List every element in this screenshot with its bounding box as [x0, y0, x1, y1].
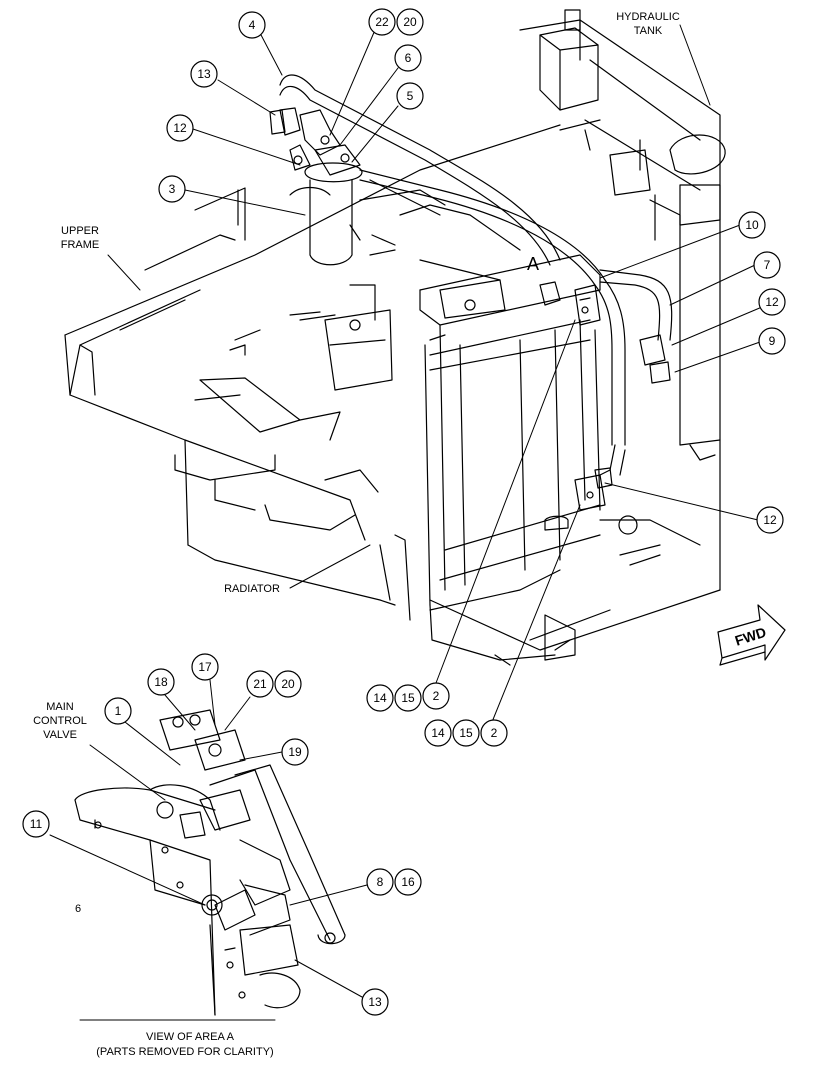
callout-balloon-4: [238, 11, 266, 39]
callout-balloon-13b: [361, 988, 389, 1016]
callout-balloon-7: [753, 251, 781, 279]
radiator-label: RADIATOR: [224, 583, 280, 595]
callout-balloon-16: [394, 868, 422, 896]
callout-14a: 14: [373, 691, 387, 705]
hydraulic-hoses: [279, 74, 673, 476]
leader-lines: [49, 24, 763, 1021]
fwd-arrow: [717, 604, 786, 666]
callout-balloon-3: [158, 175, 186, 203]
callout-balloon-21: [246, 670, 274, 698]
stray-mark: 6: [75, 903, 81, 915]
callout-20a: 20: [403, 15, 417, 29]
callout-4: 4: [249, 18, 256, 32]
hydraulic-tank-label-1: HYDRAULIC: [616, 11, 680, 23]
callout-balloon-14a: [366, 684, 394, 712]
callout-balloon-14b: [424, 719, 452, 747]
callout-13b: 13: [368, 995, 382, 1009]
callout-14b: 14: [431, 726, 445, 740]
upper-frame-label-2: FRAME: [61, 239, 100, 251]
callout-5: 5: [407, 89, 414, 103]
callout-balloon-2b: [480, 719, 508, 747]
area-a-marker: A: [527, 254, 539, 274]
fwd-label: FWD: [733, 624, 768, 649]
callout-balloon-11: [22, 810, 50, 838]
callout-19: 19: [288, 745, 302, 759]
callout-balloon-13a: [190, 60, 218, 88]
oil-filter-drawing: [269, 107, 363, 266]
upper-frame-drawing: [64, 124, 561, 606]
center-bracket: [299, 279, 506, 391]
callout-9: 9: [769, 334, 776, 348]
main-control-valve-label-3: VALVE: [43, 729, 77, 741]
callout-17: 17: [198, 660, 212, 674]
callout-balloon-12a: [166, 114, 194, 142]
radiator-drawing: [379, 254, 601, 666]
callout-balloon-15b: [452, 719, 480, 747]
callout-16: 16: [401, 875, 415, 889]
main-control-valve-label-1: MAIN: [46, 701, 74, 713]
callout-15b: 15: [459, 726, 473, 740]
callout-balloon-20b: [274, 670, 302, 698]
callout-balloon-6: [394, 44, 422, 72]
callout-balloon-19: [281, 738, 309, 766]
callout-balloon-18: [147, 668, 175, 696]
callout-20b: 20: [281, 677, 295, 691]
callout-1: 1: [115, 704, 122, 718]
callout-balloon-20a: [396, 8, 424, 36]
callout-balloon-9: [758, 327, 786, 355]
callout-11: 11: [30, 817, 43, 831]
inset-main-control-valve: [74, 709, 346, 1016]
callout-balloon-15a: [394, 684, 422, 712]
callout-22: 22: [375, 15, 389, 29]
callout-balloon-12c: [756, 506, 784, 534]
callout-12b: 12: [765, 295, 779, 309]
callout-balloon-17: [191, 653, 219, 681]
callout-15a: 15: [401, 691, 415, 705]
callout-3: 3: [169, 182, 176, 196]
hydraulic-tank-label-2: TANK: [634, 25, 663, 37]
callout-2a: 2: [433, 689, 440, 703]
callout-13a: 13: [197, 67, 211, 81]
view-caption-line-2: (PARTS REMOVED FOR CLARITY): [96, 1046, 273, 1058]
callout-balloon-5: [396, 82, 424, 110]
callout-7: 7: [764, 258, 771, 272]
callout-6: 6: [405, 51, 412, 65]
callout-12c: 12: [763, 513, 777, 527]
callout-balloon-12b: [758, 288, 786, 316]
main-control-valve-label-2: CONTROL: [33, 715, 87, 727]
callout-8: 8: [377, 875, 384, 889]
callout-2b: 2: [491, 726, 498, 740]
callout-balloon-8: [366, 868, 394, 896]
upper-frame-label-1: UPPER: [61, 225, 99, 237]
callout-10: 10: [745, 218, 759, 232]
mount-blocks: [539, 281, 671, 511]
callout-18: 18: [154, 675, 168, 689]
callout-12a: 12: [173, 121, 187, 135]
callout-balloon-22: [368, 8, 396, 36]
callout-balloon-1: [104, 697, 132, 725]
hydraulic-tank-drawing: [429, 9, 726, 651]
callout-21: 21: [253, 677, 267, 691]
callout-balloon-2a: [422, 682, 450, 710]
callout-balloon-10: [738, 211, 766, 239]
view-caption-line-1: VIEW OF AREA A: [146, 1031, 235, 1043]
